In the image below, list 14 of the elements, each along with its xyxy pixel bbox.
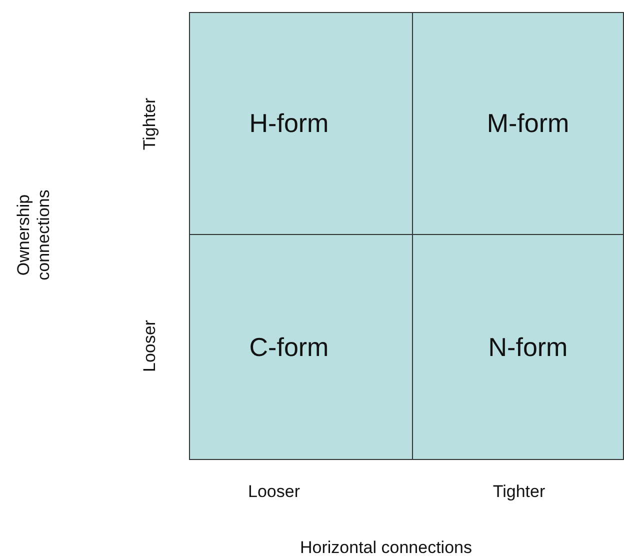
axis-label: Looser [140, 320, 160, 372]
axis-title: Ownership connections [14, 188, 54, 282]
axis-label: Looser [248, 482, 300, 502]
quadrant-cell [412, 12, 624, 235]
quadrant-label: N-form [488, 332, 568, 362]
quadrant-cell [189, 234, 413, 460]
quadrant-cell [189, 12, 413, 235]
quadrant-label: M-form [486, 108, 570, 139]
quadrant-label: C-form [249, 332, 329, 362]
axis-label: Tighter [492, 482, 546, 502]
quadrant-cell [412, 234, 624, 460]
axis-label: Tighter [140, 98, 160, 150]
quadrant-label: H-form [249, 108, 329, 139]
axis-title: Horizontal connections [300, 538, 472, 557]
